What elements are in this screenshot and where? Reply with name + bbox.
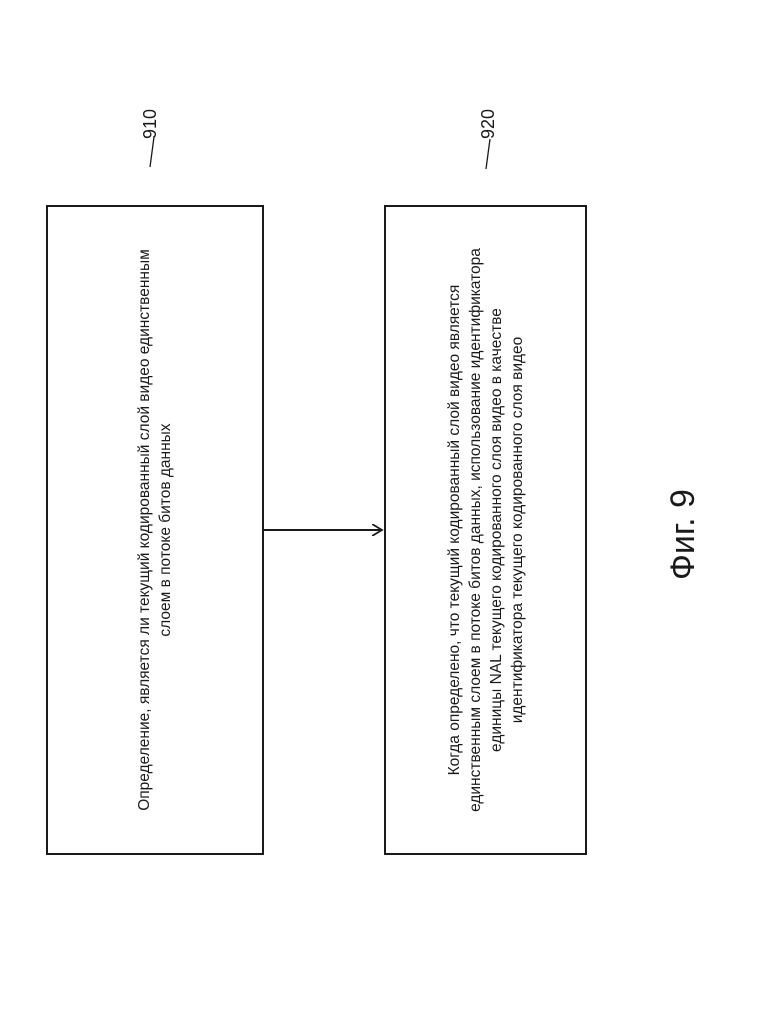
reference-number-910: 910 [140, 109, 161, 139]
process-box-910: Определение, является ли текущий кодиров… [46, 205, 264, 855]
figure-caption: Фиг. 9 [664, 489, 703, 580]
process-box-920: Когда определено, что текущий кодированн… [384, 205, 587, 855]
process-box-910-text: Определение, является ли текущий кодиров… [134, 207, 176, 853]
ref-leader-910 [150, 137, 154, 167]
process-box-920-text: Когда определено, что текущий кодированн… [444, 207, 528, 853]
ref-leader-920 [486, 139, 490, 169]
reference-number-920: 920 [478, 109, 499, 139]
